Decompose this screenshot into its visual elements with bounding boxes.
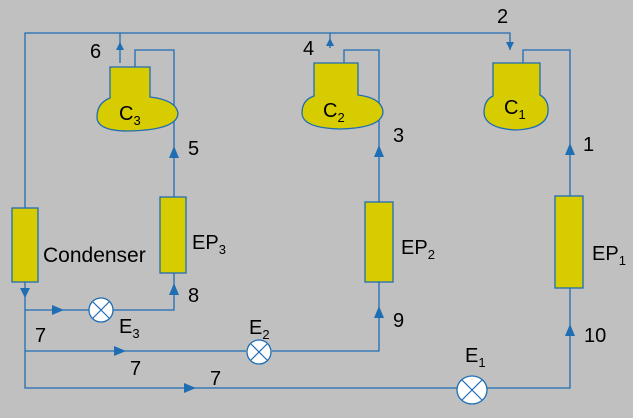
state-point-3: 3 <box>393 125 404 147</box>
e3-cross-b <box>92 301 110 319</box>
state-point-8: 8 <box>188 285 199 307</box>
state-point-10: 10 <box>584 325 606 347</box>
c2-label: C2 <box>323 100 345 125</box>
state-point-4: 4 <box>303 38 314 60</box>
liquid-line-e1-ep1 <box>487 288 571 389</box>
arrow-state-8 <box>169 283 179 295</box>
e2-label: E2 <box>249 317 270 342</box>
ep2-body <box>364 201 394 283</box>
state-point-2: 2 <box>497 6 508 28</box>
ep1-body <box>554 195 584 289</box>
state-point-7-e3-branch: 7 <box>35 325 46 347</box>
e1-label: E1 <box>465 345 486 370</box>
arrow-state-3 <box>374 145 384 157</box>
c1-suction-pipe <box>522 49 571 196</box>
state-point-7-e2-branch: 7 <box>130 358 141 380</box>
e2-cross-b <box>250 343 268 361</box>
c1-label: C1 <box>504 97 526 122</box>
state-point-7-e1-branch: 7 <box>210 368 221 390</box>
ep1-label: EP1 <box>592 243 626 268</box>
discharge-header-pipe <box>24 32 511 208</box>
compressor-c2: C2 <box>301 62 384 130</box>
arrow-state-1 <box>565 143 575 155</box>
arrow-to-e2 <box>114 346 126 356</box>
liquid-line-main <box>24 282 457 389</box>
condenser-label: Condenser <box>43 244 146 267</box>
c3-label: C3 <box>119 103 141 128</box>
arrow-to-e1 <box>184 383 196 393</box>
arrow-to-e3 <box>52 305 64 315</box>
condenser-body <box>11 207 39 283</box>
state-point-6: 6 <box>90 41 101 63</box>
state-point-labels: 1 2 3 4 5 6 7 7 7 8 9 10 <box>35 6 606 390</box>
expansion-valve-e2: E2 <box>246 317 272 365</box>
c2-suction-pipe <box>343 49 380 202</box>
ep3-body <box>159 196 187 274</box>
arrow-state-5 <box>169 146 179 158</box>
arrow-state-9 <box>374 306 384 318</box>
e3-label: E3 <box>119 316 140 341</box>
flow-arrows <box>20 38 575 393</box>
c2-body <box>301 62 384 130</box>
arrow-c2-out <box>326 38 334 46</box>
state-point-5: 5 <box>188 138 199 160</box>
c3-body <box>96 66 179 132</box>
compressor-c3: C3 <box>96 66 179 132</box>
liquid-line-e2-ep2 <box>272 282 380 352</box>
c1-body <box>483 62 549 131</box>
arrow-c3-out <box>116 42 124 50</box>
expansion-valve-e1: E1 <box>456 345 488 405</box>
state-point-1: 1 <box>583 134 594 156</box>
arrow-state-10 <box>565 324 575 336</box>
c3-suction-pipe <box>134 49 175 197</box>
arrow-c1-in <box>506 42 514 50</box>
state-point-9: 9 <box>393 310 404 332</box>
expansion-valve-e3: E3 <box>88 297 140 341</box>
ep3-label: EP3 <box>192 232 226 257</box>
compressor-c1: C1 <box>483 62 549 131</box>
e1-cross-b <box>461 379 483 401</box>
ep2-label: EP2 <box>401 237 435 262</box>
arrow-condenser-out <box>20 288 30 298</box>
